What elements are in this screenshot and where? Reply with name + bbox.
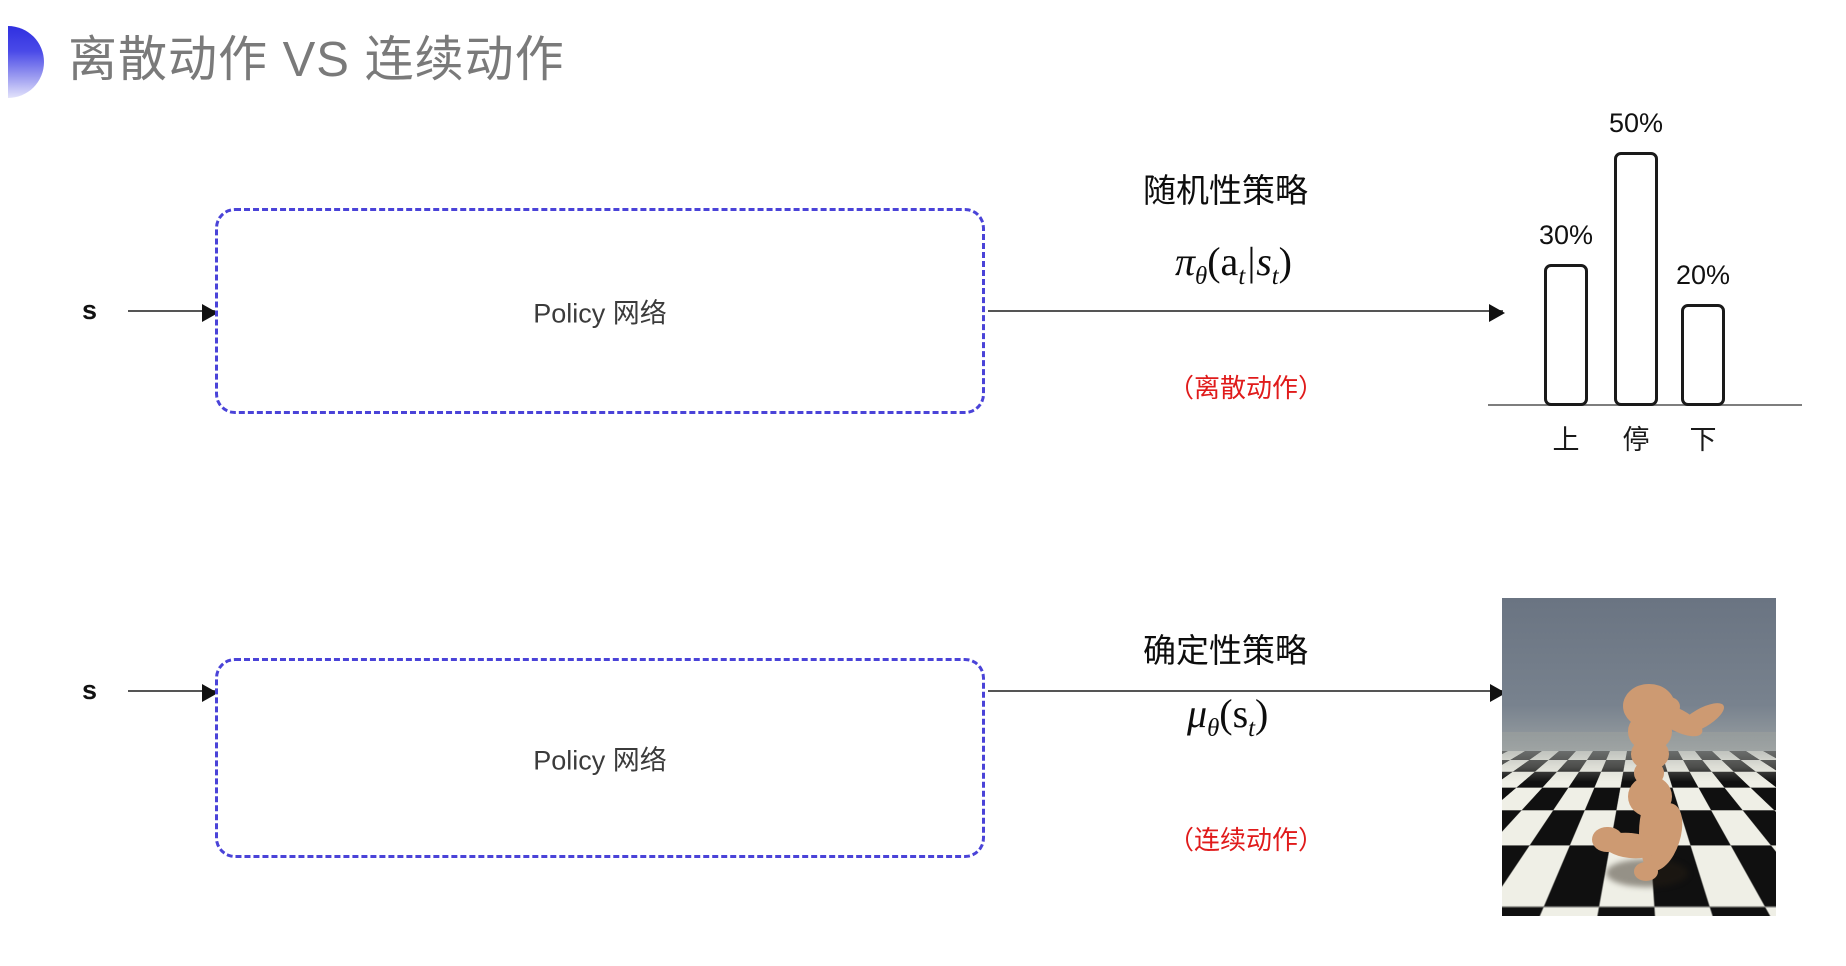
state-input-label-row1: s — [82, 295, 98, 325]
bar-value-1: 50% — [1608, 108, 1664, 138]
bar-category-2: 下 — [1689, 425, 1717, 455]
humanoid-foot-back — [1592, 826, 1623, 853]
formula-pi: π — [1175, 239, 1196, 284]
formula-close-2: ) — [1255, 691, 1269, 736]
humanoid-foot-front — [1633, 861, 1659, 882]
bar-2 — [1681, 304, 1725, 406]
bar-value-2: 20% — [1675, 260, 1731, 290]
formula-mu: μ — [1187, 691, 1208, 736]
bar-value-0: 30% — [1538, 220, 1594, 250]
formula-close: ) — [1278, 239, 1292, 284]
input-arrow-row1 — [128, 304, 218, 322]
formula-t3: t — [1248, 715, 1256, 742]
page-title: 离散动作 VS 连续动作 — [68, 33, 565, 87]
formula-open-s: (s — [1219, 691, 1249, 736]
gradient-half-circle-icon — [8, 26, 44, 98]
action-note-row1: （离散动作） — [1168, 373, 1325, 403]
bar-1 — [1614, 152, 1658, 406]
policy-network-box-row1[interactable]: Policy 网络 — [215, 208, 985, 414]
bar-category-1: 停 — [1622, 425, 1650, 455]
policy-network-box-row2[interactable]: Policy 网络 — [215, 658, 985, 858]
title-decoration — [8, 26, 66, 98]
humanoid-hand — [1658, 696, 1681, 716]
formula-t2: t — [1271, 263, 1279, 290]
output-arrow-row1 — [988, 304, 1505, 322]
state-input-label-row2: s — [82, 675, 98, 705]
policy-type-title-row1: 随机性策略 — [1143, 172, 1308, 209]
policy-type-title-row2: 确定性策略 — [1143, 632, 1308, 669]
formula-t1: t — [1238, 263, 1246, 290]
discrete-action-bar-chart: 30% 上 50% 停 20% 下 — [1488, 96, 1806, 455]
policy-network-label-row1: Policy 网络 — [533, 298, 667, 329]
policy-formula-row2: μθ(st) — [1187, 690, 1268, 743]
formula-theta-2: θ — [1207, 715, 1220, 742]
bar-category-0: 上 — [1552, 425, 1580, 455]
bar-0 — [1544, 264, 1588, 406]
input-arrow-row2 — [128, 684, 218, 702]
policy-formula-row1: πθ(at|st) — [1175, 238, 1292, 291]
formula-open-a: (a — [1207, 239, 1239, 284]
formula-bar-s: |s — [1245, 239, 1272, 284]
policy-network-label-row2: Policy 网络 — [533, 745, 667, 776]
formula-theta: θ — [1195, 263, 1208, 290]
action-note-row2: （连续动作） — [1168, 825, 1325, 855]
humanoid-simulation-image — [1502, 598, 1776, 916]
